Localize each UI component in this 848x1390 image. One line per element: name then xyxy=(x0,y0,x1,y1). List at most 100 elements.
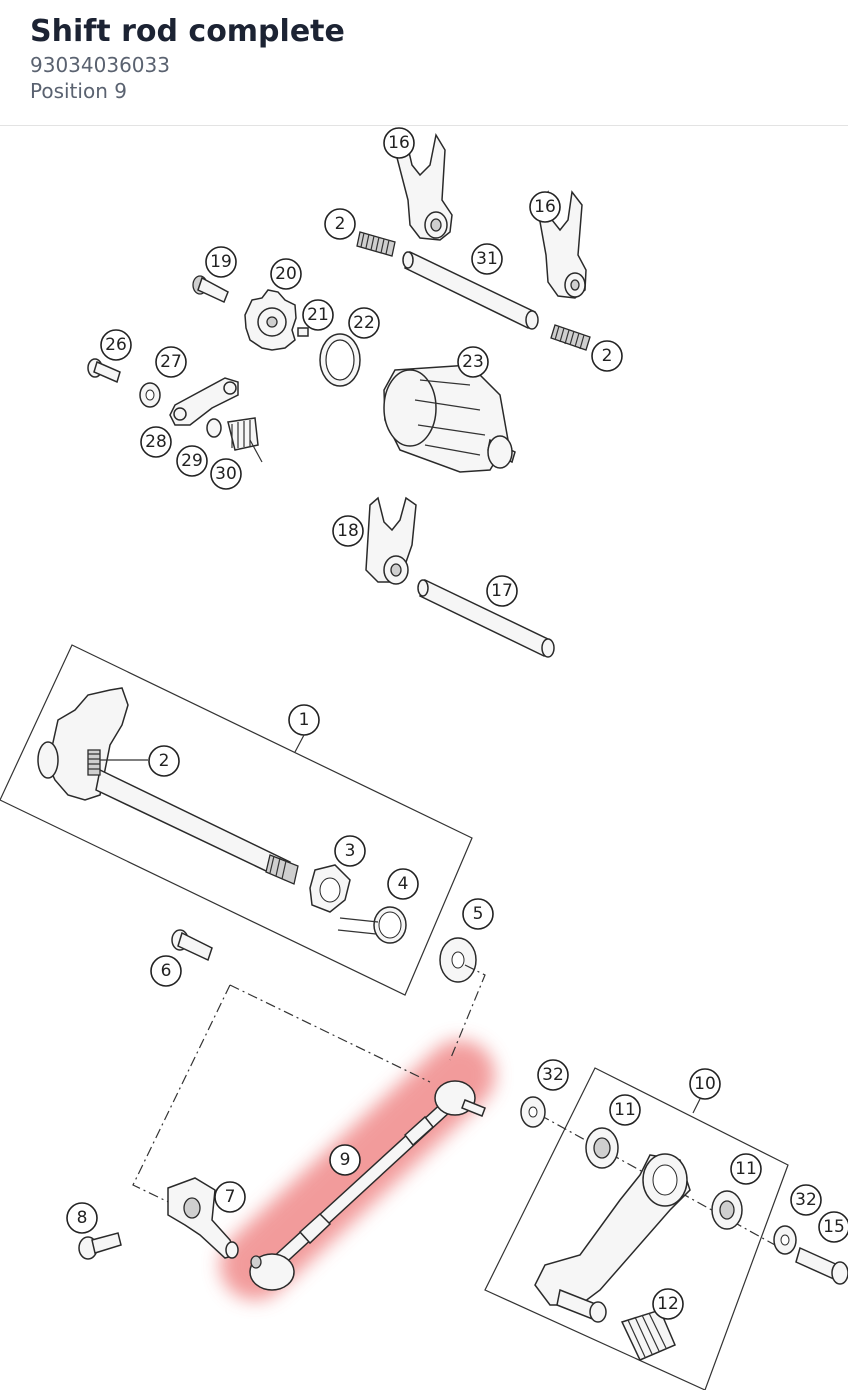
shift-rod-highlight xyxy=(220,1040,495,1300)
svg-text:16: 16 xyxy=(388,133,410,153)
part-header: Shift rod complete 93034036033 Position … xyxy=(0,0,848,126)
svg-text:3: 3 xyxy=(345,841,356,861)
assembly-frame-1 xyxy=(0,644,473,996)
svg-text:17: 17 xyxy=(491,581,513,601)
svg-text:19: 19 xyxy=(210,252,232,272)
spring-2-right[interactable] xyxy=(550,324,591,351)
callout-1[interactable]: 1 xyxy=(288,704,320,736)
svg-text:32: 32 xyxy=(542,1065,564,1085)
part-number: 93034036033 xyxy=(30,53,170,77)
svg-text:4: 4 xyxy=(398,874,409,894)
washer-29[interactable] xyxy=(206,418,222,438)
svg-text:16: 16 xyxy=(534,197,556,217)
svg-text:29: 29 xyxy=(181,451,203,471)
callout-15[interactable]: 15 xyxy=(818,1211,848,1243)
svg-text:26: 26 xyxy=(105,335,127,355)
svg-text:18: 18 xyxy=(337,521,359,541)
callout-3[interactable]: 3 xyxy=(334,835,366,867)
callout-30[interactable]: 30 xyxy=(210,458,242,490)
spring-2-shaft[interactable] xyxy=(87,749,148,776)
bolt-8[interactable] xyxy=(78,1232,122,1260)
svg-text:12: 12 xyxy=(657,1294,679,1314)
callout-4[interactable]: 4 xyxy=(387,868,419,900)
callout-21[interactable]: 21 xyxy=(302,299,334,331)
washer-32-left[interactable] xyxy=(520,1096,546,1128)
part-position: Position 9 xyxy=(30,79,127,103)
callout-9[interactable]: 9 xyxy=(329,1144,361,1176)
bracket-7[interactable] xyxy=(167,1177,239,1259)
bearing-11-right[interactable] xyxy=(711,1190,743,1230)
gear-20[interactable] xyxy=(244,289,297,351)
svg-text:32: 32 xyxy=(795,1190,817,1210)
bolt-19[interactable] xyxy=(192,275,229,304)
callout-28[interactable]: 28 xyxy=(140,426,172,458)
callout-20[interactable]: 20 xyxy=(270,258,302,290)
callout-27[interactable]: 27 xyxy=(155,346,187,378)
callout-32-right[interactable]: 32 xyxy=(790,1184,822,1216)
shift-lever-10[interactable] xyxy=(534,1153,691,1323)
shift-drum-23[interactable] xyxy=(383,364,516,473)
svg-text:20: 20 xyxy=(275,264,297,284)
callout-10[interactable]: 10 xyxy=(689,1068,721,1100)
svg-text:30: 30 xyxy=(215,464,237,484)
spring-30[interactable] xyxy=(227,417,263,463)
bolt-15[interactable] xyxy=(795,1246,848,1285)
shift-rod-9[interactable] xyxy=(249,1080,486,1291)
pin-21[interactable] xyxy=(297,327,309,337)
spring-4[interactable] xyxy=(337,906,407,944)
svg-text:15: 15 xyxy=(823,1217,845,1237)
callout-18[interactable]: 18 xyxy=(332,515,364,547)
bearing-11-left[interactable] xyxy=(585,1127,619,1169)
bolt-26[interactable] xyxy=(87,358,121,384)
shift-fork-16-left[interactable] xyxy=(394,132,453,241)
washer-5[interactable] xyxy=(439,937,477,983)
callout-16-right[interactable]: 16 xyxy=(529,191,561,223)
callout-2-right[interactable]: 2 xyxy=(591,340,623,372)
svg-text:7: 7 xyxy=(225,1187,236,1207)
shift-shaft-1[interactable] xyxy=(37,687,299,885)
callout-7[interactable]: 7 xyxy=(214,1181,246,1213)
callout-29[interactable]: 29 xyxy=(176,445,208,477)
callout-23[interactable]: 23 xyxy=(457,346,489,378)
callout-19[interactable]: 19 xyxy=(205,246,237,278)
callout-11-left[interactable]: 11 xyxy=(609,1094,641,1126)
callout-6[interactable]: 6 xyxy=(150,955,182,987)
callout-8[interactable]: 8 xyxy=(66,1202,98,1234)
svg-text:31: 31 xyxy=(476,249,498,269)
rubber-12[interactable] xyxy=(620,1309,676,1361)
ring-22[interactable] xyxy=(319,333,361,387)
svg-text:11: 11 xyxy=(614,1100,636,1120)
callout-11-right[interactable]: 11 xyxy=(730,1153,762,1185)
page-title: Shift rod complete xyxy=(30,14,345,49)
shaft-31[interactable] xyxy=(402,250,539,330)
svg-text:9: 9 xyxy=(340,1150,351,1170)
shift-fork-18[interactable] xyxy=(365,496,417,585)
svg-text:27: 27 xyxy=(160,352,182,372)
exploded-parts-diagram: 16 2 16 31 19 20 21 22 2 26 27 23 28 29 … xyxy=(0,127,848,1390)
svg-text:2: 2 xyxy=(159,751,170,771)
svg-text:22: 22 xyxy=(353,313,375,333)
callout-17[interactable]: 17 xyxy=(486,575,518,607)
lever-28[interactable] xyxy=(169,377,239,426)
callout-5[interactable]: 5 xyxy=(462,898,494,930)
washer-32-right[interactable] xyxy=(773,1225,797,1255)
svg-text:2: 2 xyxy=(335,214,346,234)
callout-22[interactable]: 22 xyxy=(348,307,380,339)
shaft-17[interactable] xyxy=(417,578,555,658)
callout-31[interactable]: 31 xyxy=(471,243,503,275)
callout-16-top[interactable]: 16 xyxy=(383,127,415,159)
callout-32-left[interactable]: 32 xyxy=(537,1059,569,1091)
pin-6[interactable] xyxy=(171,929,213,962)
callout-2-shaft[interactable]: 2 xyxy=(148,745,180,777)
clip-3[interactable] xyxy=(309,864,351,913)
callout-2-top[interactable]: 2 xyxy=(324,208,356,240)
svg-text:10: 10 xyxy=(694,1074,716,1094)
callout-12[interactable]: 12 xyxy=(652,1288,684,1320)
svg-text:1: 1 xyxy=(299,710,310,730)
spring-2-top[interactable] xyxy=(356,231,396,257)
svg-text:21: 21 xyxy=(307,305,329,325)
svg-text:8: 8 xyxy=(77,1208,88,1228)
washer-27[interactable] xyxy=(139,382,161,408)
svg-text:23: 23 xyxy=(462,352,484,372)
callout-26[interactable]: 26 xyxy=(100,329,132,361)
